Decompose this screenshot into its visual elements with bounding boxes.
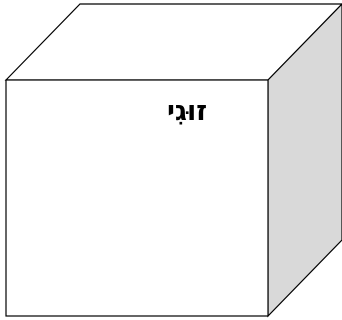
front-face-label: זוּגִי — [167, 96, 207, 127]
cube-front-face — [5, 79, 269, 317]
